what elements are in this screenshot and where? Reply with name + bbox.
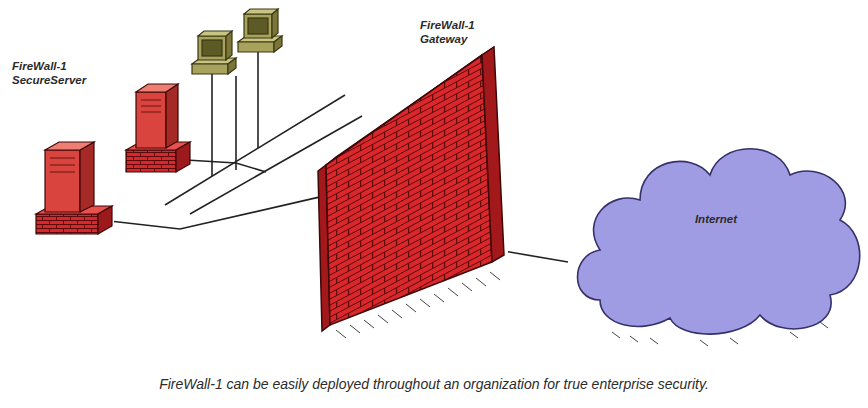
server-tower: [126, 84, 190, 172]
node-label: FireWall-1 SecureServer: [12, 59, 92, 87]
brick-wall-symbol: [318, 15, 508, 335]
network-link: [508, 252, 568, 262]
workstation: [238, 9, 282, 52]
internet-cloud: Internet: [568, 138, 864, 338]
node-label: FireWall-1 Gateway: [420, 18, 506, 46]
secure-server: FireWall-1 SecureServer: [8, 55, 114, 237]
cloud-shape: [568, 138, 864, 338]
link-line: [508, 252, 568, 262]
cloud-label: Internet: [568, 212, 864, 226]
figure-caption: FireWall-1 can be easily deployed throug…: [0, 376, 868, 392]
network-link: [114, 197, 318, 229]
workstation: [192, 31, 236, 74]
link-line: [114, 197, 318, 229]
gateway-firewall: FireWall-1 Gateway: [318, 15, 508, 335]
